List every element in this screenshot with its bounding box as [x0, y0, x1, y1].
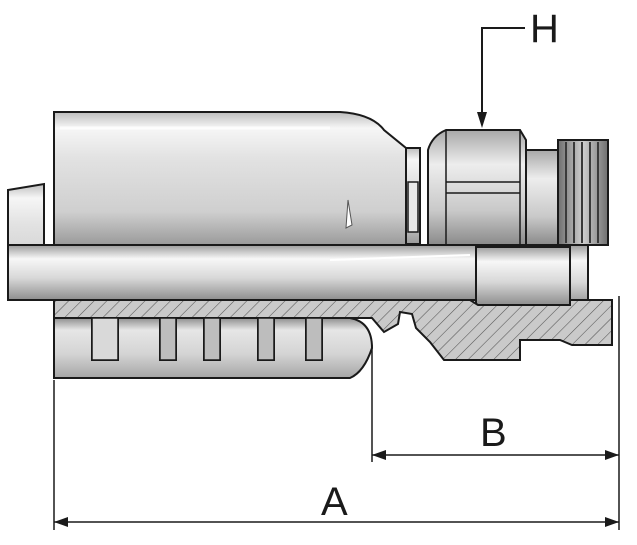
stem-step	[475, 246, 571, 306]
hex-nut	[427, 129, 527, 246]
fitting-body	[525, 149, 559, 246]
stem-nose	[569, 244, 589, 308]
dim-label-h: H	[530, 7, 559, 51]
stem-highlight	[329, 254, 471, 261]
arrowhead-icon	[54, 517, 68, 527]
dim-label-b: B	[480, 411, 507, 455]
section-hatched-body	[53, 299, 613, 361]
dim-label-a: A	[321, 480, 348, 524]
dimension-h: H	[477, 7, 559, 128]
ferrule-groove-shades	[91, 317, 323, 361]
dimension-b: B	[371, 296, 620, 530]
arrowhead-icon	[605, 450, 619, 460]
thread-crests	[565, 142, 599, 243]
neck-slot	[407, 181, 419, 233]
dimension-a: A	[53, 380, 619, 530]
arrowhead-icon	[372, 450, 386, 460]
shell-dent-mark	[345, 199, 353, 229]
arrowhead-icon	[477, 112, 487, 128]
arrowhead-icon	[605, 517, 619, 527]
ferrule-shell	[53, 111, 407, 246]
h-leader-line	[481, 27, 525, 122]
